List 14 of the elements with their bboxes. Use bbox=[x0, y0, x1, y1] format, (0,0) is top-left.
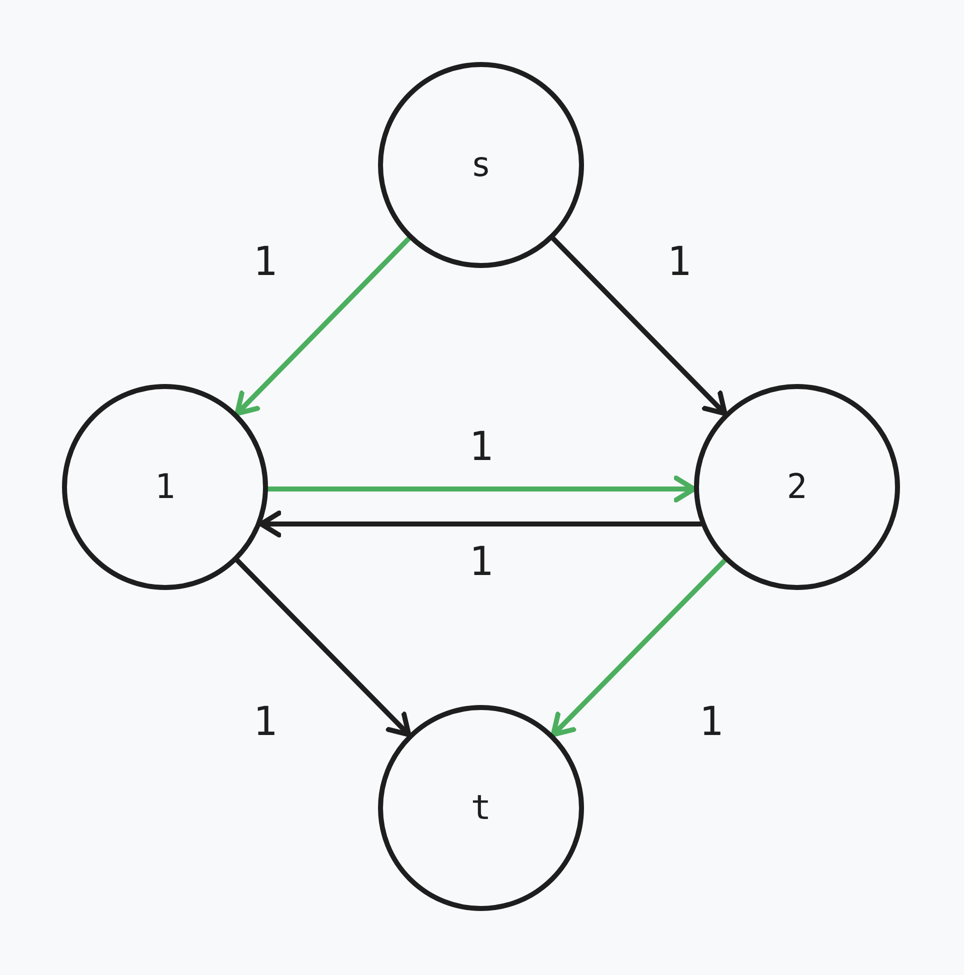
node-label: 1 bbox=[154, 470, 176, 504]
arrow bbox=[258, 510, 704, 538]
node-label: t bbox=[470, 791, 492, 825]
circle-node bbox=[378, 62, 584, 268]
arrow bbox=[234, 558, 412, 738]
circle-node bbox=[62, 384, 268, 590]
arrow bbox=[265, 476, 697, 502]
arrow bbox=[550, 558, 728, 738]
arrow bbox=[234, 236, 412, 416]
node-label: 2 bbox=[786, 470, 808, 504]
circle-node bbox=[378, 705, 584, 911]
node-label: s bbox=[470, 148, 492, 182]
arrow bbox=[550, 236, 728, 416]
circle-node bbox=[694, 384, 900, 590]
